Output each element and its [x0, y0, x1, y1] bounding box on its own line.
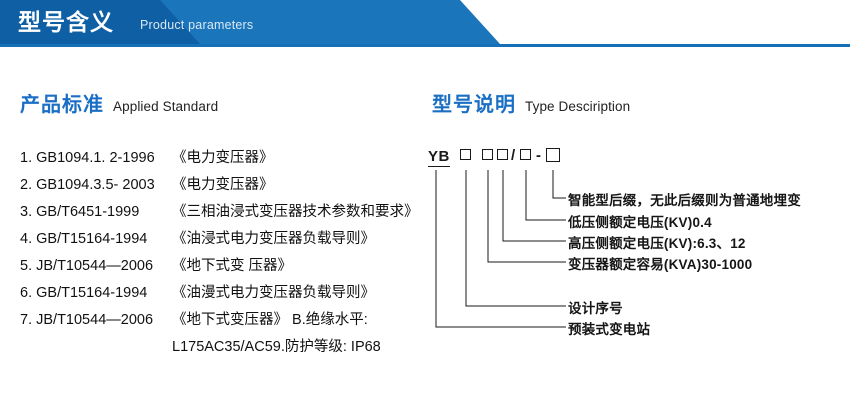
standard-code: 1. GB1094.1. 2-1996	[20, 150, 172, 166]
standard-code: 3. GB/T6451-1999	[20, 204, 172, 220]
standard-code: 2. GB1094.3.5- 2003	[20, 177, 172, 193]
leader-line-suffix	[552, 170, 566, 199]
standard-index: 6.	[20, 285, 33, 301]
applied-standard-heading-cn: 产品标准	[20, 94, 104, 116]
standard-number: GB1094.1. 2-1996	[36, 150, 155, 166]
banner-title-english: Product parameters	[140, 18, 254, 32]
standard-number: GB/T15164-1994	[36, 231, 148, 247]
model-code-box-1	[460, 149, 471, 160]
list-item: 2. GB1094.3.5- 2003 《电力变压器》	[20, 173, 440, 200]
standard-code: 5. JB/T10544—2006	[20, 258, 172, 274]
leader-line-hv-voltage	[502, 170, 566, 242]
standard-index: 5.	[20, 258, 33, 274]
label-lv-voltage: 低压侧额定电压(KV)0.4	[568, 215, 712, 230]
type-description-heading: 型号说明 Type Desciription	[432, 88, 630, 117]
standard-number: GB1094.3.5- 2003	[36, 177, 155, 193]
standard-title-continuation: L175AC35/AC59.防护等级: IP68	[172, 339, 381, 355]
banner-title-chinese: 型号含义	[18, 9, 114, 35]
standard-title: 《油漫式电力变压器负载导则》	[172, 285, 375, 301]
standard-title: 《电力变压器》	[172, 150, 274, 166]
standard-index: 7.	[20, 312, 33, 328]
type-description-heading-cn: 型号说明	[432, 94, 516, 116]
standard-index: 4.	[20, 231, 33, 247]
standard-number: JB/T10544—2006	[36, 258, 154, 274]
standard-number: GB/T15164-1994	[36, 285, 148, 301]
standard-number: JB/T10544—2006	[36, 312, 154, 328]
applied-standard-heading: 产品标准 Applied Standard	[20, 88, 218, 117]
standard-code: 7. JB/T10544—2006	[20, 312, 172, 328]
standard-title: 《地下式变 压器》	[172, 258, 293, 274]
model-code-prefix: YB	[428, 148, 450, 167]
type-designation-diagram: YB / - 智能型后缀，无此后缀则为普通地埋变 低压侧额定电压(KV)0.4 …	[420, 140, 850, 340]
standard-code: 4. GB/T15164-1994	[20, 231, 172, 247]
standard-title: 《地下式变压器》 B.绝缘水平:	[172, 312, 368, 328]
standard-index: 2.	[20, 177, 33, 193]
label-capacity: 变压器额定容易(KVA)30-1000	[568, 257, 753, 272]
label-design-no: 设计序号	[568, 301, 623, 316]
label-substation: 预装式变电站	[568, 322, 651, 337]
leader-line-lv-voltage	[525, 170, 566, 221]
type-description-heading-en: Type Desciription	[525, 99, 631, 114]
list-item: 3. GB/T6451-1999 《三相油浸式变压器技术参数和要求》	[20, 200, 440, 227]
label-suffix: 智能型后缀，无此后缀则为普通地埋变	[568, 193, 801, 208]
list-item: 6. GB/T15164-1994 《油漫式电力变压器负载导则》	[20, 281, 440, 308]
page-header-banner: 型号含义 Product parameters	[0, 0, 850, 48]
leader-line-design-no	[465, 170, 566, 307]
leader-line-capacity	[487, 170, 566, 263]
list-item: 4. GB/T15164-1994 《油浸式电力变压器负载导则》	[20, 227, 440, 254]
model-code-box-3	[497, 149, 508, 160]
standard-title: 《三相油浸式变压器技术参数和要求》	[172, 204, 419, 220]
model-code-dash: -	[536, 147, 541, 164]
standard-index: 1.	[20, 150, 33, 166]
model-code-box-2	[482, 149, 493, 160]
leader-lines	[435, 170, 566, 328]
applied-standard-heading-en: Applied Standard	[113, 99, 219, 114]
model-code-box-5	[546, 148, 560, 162]
model-code-slash: /	[511, 147, 516, 164]
leader-labels: 智能型后缀，无此后缀则为普通地埋变 低压侧额定电压(KV)0.4 高压侧额定电压…	[420, 140, 850, 340]
standard-code: 6. GB/T15164-1994	[20, 285, 172, 301]
model-code-box-4	[520, 149, 531, 160]
standards-list: 1. GB1094.1. 2-1996 《电力变压器》 2. GB1094.3.…	[20, 146, 440, 362]
list-item: 5. JB/T10544—2006 《地下式变 压器》	[20, 254, 440, 281]
standard-title: 《油浸式电力变压器负载导则》	[172, 231, 375, 247]
standard-index: 3.	[20, 204, 33, 220]
banner-underline-rule	[0, 44, 850, 47]
list-item: 7. JB/T10544—2006 《地下式变压器》 B.绝缘水平:	[20, 308, 440, 335]
standard-title: 《电力变压器》	[172, 177, 274, 193]
label-hv-voltage: 高压侧额定电压(KV):6.3、12	[568, 236, 746, 251]
standard-number: GB/T6451-1999	[36, 204, 140, 220]
leader-line-substation	[435, 170, 566, 328]
list-item: 1. GB1094.1. 2-1996 《电力变压器》	[20, 146, 440, 173]
